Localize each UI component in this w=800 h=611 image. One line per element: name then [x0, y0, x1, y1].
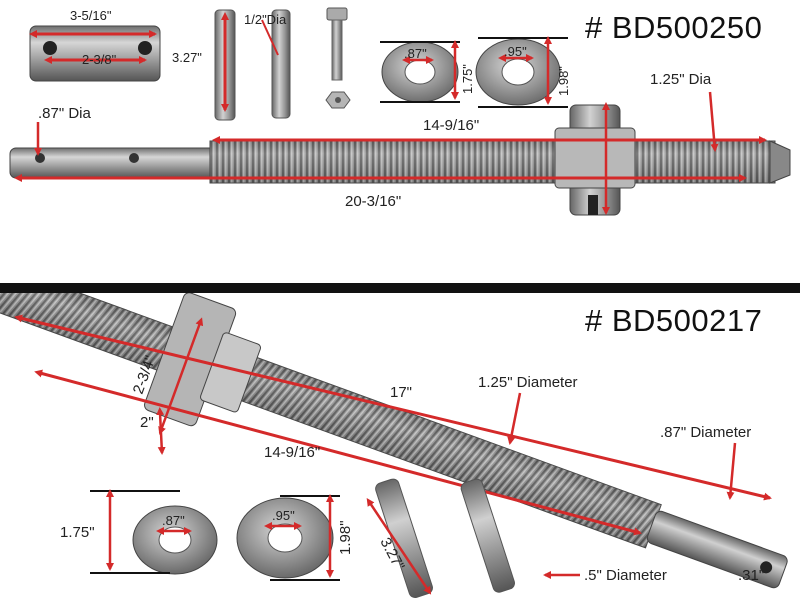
- panel-divider: [0, 283, 800, 293]
- nut: [325, 91, 351, 109]
- hole-dia-label: .31": [738, 567, 764, 584]
- thread-dia-label: 1.25" Diameter: [478, 374, 578, 391]
- pin-dia-leader: [261, 19, 279, 56]
- hole-spacing-label: 2-3/8": [82, 52, 117, 67]
- washer2-od-label: 1.98": [556, 66, 571, 96]
- pin-dia-label: .5" Diameter: [584, 567, 667, 584]
- washer1-od-label: 1.75": [60, 524, 95, 541]
- washer2-id-label: .95": [272, 508, 295, 523]
- thread-length-label: 14-9/16": [264, 444, 320, 461]
- thread-length-label: 14-9/16": [423, 117, 479, 134]
- washer1-od-label: 1.75": [460, 64, 475, 94]
- pin-length-label: 3.27": [172, 50, 202, 65]
- collar-length-label: 3-5/16": [70, 8, 112, 23]
- nut-thickness-label: 2": [140, 414, 154, 431]
- bd500217-parts-photo: 2-3/4" 2" 17" 1.25" Diameter 14-9/16" .8…: [0, 293, 788, 599]
- shaft-dia-label: .87" Dia: [38, 105, 92, 122]
- bolt: [326, 7, 348, 81]
- collar: [29, 25, 161, 82]
- washer-large: [475, 38, 561, 106]
- bd500250-parts-photo: 3-5/16" 2-3/8" 3.27" 1/2"Dia .87" 1.75": [9, 7, 791, 216]
- overall-length-label: 17": [390, 384, 412, 401]
- washer2-id-label: .95": [504, 44, 527, 59]
- pin: [460, 478, 515, 593]
- product-panel-bd500250: # BD500250: [0, 0, 800, 283]
- pin-dia-label: 1/2"Dia: [244, 12, 287, 27]
- washer2-od-label: 1.98": [337, 520, 354, 555]
- product-panel-bd500217: # BD500217: [0, 293, 800, 611]
- overall-length-arrow: [14, 314, 772, 501]
- washer1-id-label: .87": [404, 46, 427, 61]
- washer-large: [236, 497, 334, 579]
- part-number-label: # BD500250: [585, 10, 763, 45]
- shaft-dia-label: .87" Diameter: [660, 424, 751, 441]
- overall-length-label: 20-3/16": [345, 193, 401, 210]
- thread-dia-label: 1.25" Dia: [650, 71, 712, 88]
- washer1-id-label: .87": [162, 513, 185, 528]
- pin-length-arrow: [366, 498, 432, 595]
- pin: [271, 9, 291, 119]
